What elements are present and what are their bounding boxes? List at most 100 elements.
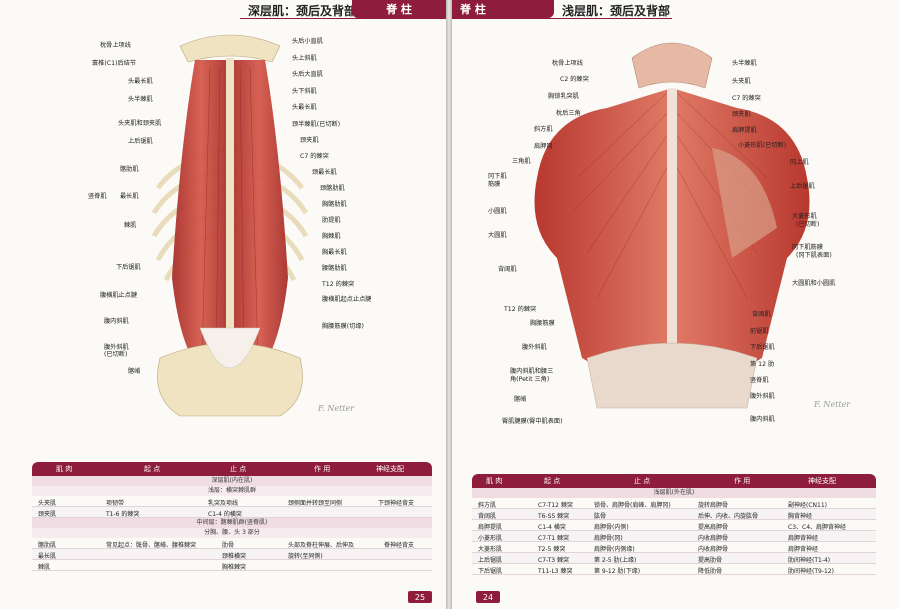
cell: 肩胛背神经 [788, 546, 819, 553]
column-header: 止 点 [230, 465, 247, 473]
label: 小圆肌 [488, 208, 507, 215]
cell: 乳突及项线 [208, 500, 239, 507]
label: 肩胛冈 [534, 143, 553, 150]
cell: 下后锯肌 [478, 568, 503, 575]
cell: 下颈神经背支 [378, 500, 415, 507]
label: 头后大直肌 [292, 71, 323, 78]
label: 胸棘肌 [322, 233, 341, 240]
cell: 肩胛提肌 [478, 524, 503, 531]
header-rule [452, 18, 672, 19]
cell: 颈夹肌 [38, 511, 57, 518]
cell: 锁骨、肩胛骨(肩峰、肩胛冈) [594, 502, 671, 509]
cell: 后伸、内收、内旋肱骨 [698, 513, 759, 520]
label: 髂嵴 [128, 368, 141, 375]
table-row: 头夹肌 项韧带 乳突及项线 颈侧面并转颈至同侧 下颈神经背支 [32, 496, 432, 507]
cell: T2-5 棘突 [538, 546, 566, 553]
label: 冈上肌 [790, 159, 809, 166]
label: 下后锯肌 [116, 264, 141, 271]
section-row: 浅层肌(外在肌) [472, 488, 876, 498]
label: 颈髂肋肌 [320, 185, 345, 192]
column-header: 神经支配 [808, 477, 836, 485]
cell: T11-L3 棘突 [538, 568, 573, 575]
cell: 降低肋骨 [698, 568, 723, 575]
page-number: 24 [476, 591, 500, 603]
cell: 胸椎棘突 [222, 564, 247, 571]
cell: 最长肌 [38, 553, 57, 560]
artist-signature: F. Netter [318, 404, 355, 413]
cell: 第 2-5 肋(上缘) [594, 557, 637, 564]
label: 腹横肌止点腱 [100, 292, 138, 299]
table-row: 颈夹肌 T1-6 的棘突 C1-4 的横突 [32, 507, 432, 518]
label: 上后锯肌 [128, 138, 153, 145]
page-title: 深层肌：颈后及背部 [248, 4, 357, 18]
label: 枕骨上项线 [552, 60, 583, 67]
label: T12 的棘突 [322, 281, 355, 288]
section-band: 脊 柱 [352, 0, 446, 18]
label: 头最长肌 [128, 78, 153, 85]
cell: 旋转(至同侧) [288, 553, 323, 560]
label: 三角肌 [512, 158, 531, 165]
column-header: 肌 肉 [486, 477, 503, 485]
superficial-back-muscles-figure [534, 42, 810, 409]
cell: T6-S5 棘突 [538, 513, 570, 520]
label: (已切断) [796, 221, 820, 228]
label: (已切断) [104, 351, 128, 358]
page-title: 浅层肌：颈后及背部 [562, 4, 671, 18]
cell: 胸背神经 [788, 513, 813, 520]
label: T12 的棘突 [504, 306, 537, 313]
artist-signature: F. Netter [814, 400, 851, 409]
cell: C7-T1 棘突 [538, 535, 570, 542]
cell: 常见起点：骶骨、髂嵴、腰椎棘突 [106, 542, 197, 549]
left-page: 深层肌：颈后及背部 脊 柱 [0, 0, 446, 609]
label: 小菱形肌(已切断) [738, 142, 787, 149]
label: 胸髂肋肌 [322, 201, 347, 208]
cell: 大菱形肌 [478, 546, 503, 553]
cell: 肋骨 [222, 542, 235, 549]
label: 斜方肌 [534, 126, 553, 133]
table-row: 髂肋肌 常见起点：骶骨、髂嵴、腰椎棘突 肋骨 头部及脊柱伸展、后伸及 脊神经背支 [32, 538, 432, 549]
cell: 项韧带 [106, 500, 125, 507]
section-row: 深层肌(内在肌) [32, 476, 432, 486]
label: 背阔肌 [498, 266, 517, 273]
label: 腹内斜肌 [104, 318, 129, 325]
cell: 旋转肩胛骨 [698, 502, 729, 509]
cell: 脊神经背支 [384, 542, 415, 549]
label: 竖脊肌 [750, 377, 769, 384]
label: 颈夹肌 [732, 111, 751, 118]
column-header: 肌 肉 [56, 465, 73, 473]
section-row: 分胸、腰、头 3 部分 [32, 528, 432, 538]
label: 腹外斜肌 [522, 344, 547, 351]
label: 头半棘肌 [732, 60, 757, 67]
label: 冈下肌 [488, 173, 507, 180]
cell: 肩胛骨(内侧缘) [594, 546, 635, 553]
label: 枕骨上项线 [100, 42, 131, 49]
column-header: 起 点 [544, 477, 561, 485]
cell: 肋间神经(T1-4) [788, 557, 831, 564]
label: 颈夹肌 [300, 137, 319, 144]
label: 前锯肌 [750, 328, 769, 335]
label: 臀肌腱膜(臀中肌表面) [502, 418, 563, 425]
label: 腹内斜肌和腰三 [510, 368, 554, 375]
label: 大圆肌和小圆肌 [792, 280, 836, 287]
cell: 髂肋肌 [38, 542, 57, 549]
header-rule [240, 18, 446, 19]
label: 腹外斜肌 [750, 393, 775, 400]
label: 棘肌 [124, 222, 137, 229]
label: 肩胛提肌 [732, 127, 757, 134]
cell: 小菱形肌 [478, 535, 503, 542]
cell: 肩胛骨(冈) [594, 535, 623, 542]
cell: 肱骨 [594, 513, 607, 520]
label: C2 的棘突 [560, 76, 589, 83]
label: (冈下肌表面) [796, 252, 832, 259]
cell: 头部及脊柱伸展、后伸及 [288, 542, 355, 549]
cell: C1-4 的横突 [208, 511, 242, 518]
label: 筋膜 [488, 181, 501, 188]
label: 颈最长肌 [312, 169, 337, 176]
label: 第 12 肋 [750, 361, 775, 368]
